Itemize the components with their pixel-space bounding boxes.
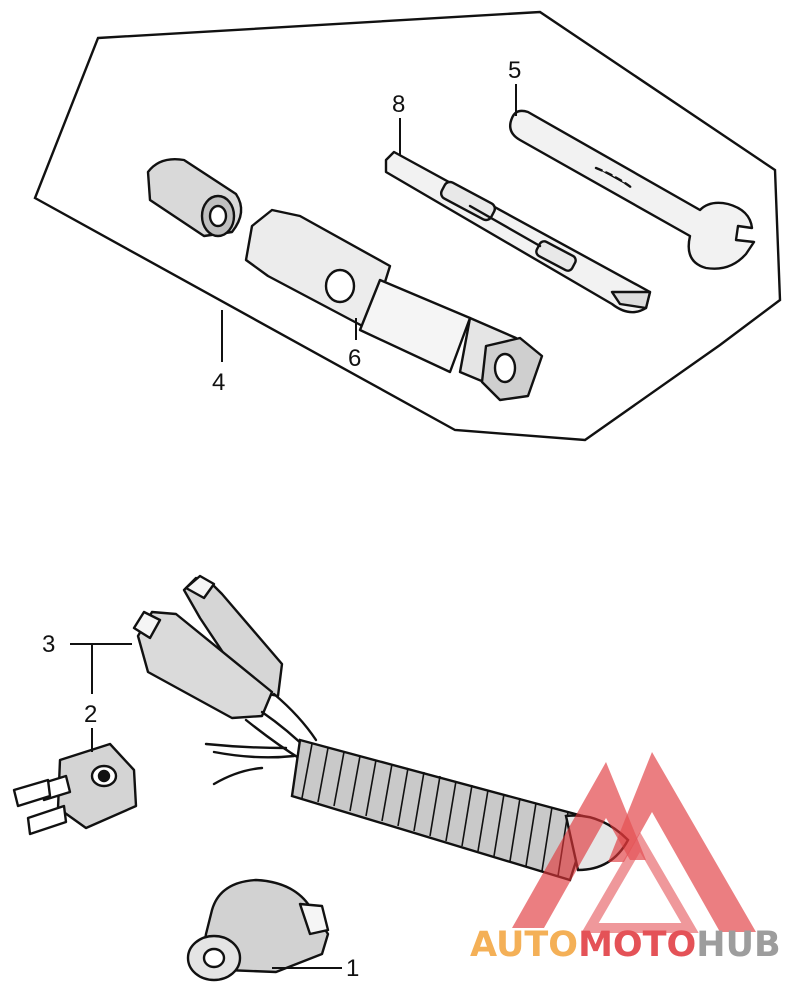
watermark-triangle-inner bbox=[581, 832, 699, 933]
watermark-triangle-right bbox=[608, 752, 756, 932]
wrench-part-5 bbox=[509, 109, 756, 270]
callout-4: 4 bbox=[212, 369, 225, 396]
callout-2: 2 bbox=[84, 701, 97, 728]
socket-handle-part-6 bbox=[146, 158, 243, 238]
connector-part-2 bbox=[12, 742, 138, 836]
callout-6: 6 bbox=[348, 345, 361, 372]
watermark-triangle-left bbox=[512, 762, 646, 928]
watermark-logo: AUTOMOTOHUB bbox=[470, 752, 781, 965]
plug-wrench-part-4 bbox=[244, 208, 544, 402]
watermark-part-moto: MOTO bbox=[578, 925, 696, 965]
watermark-part-auto: AUTO bbox=[470, 925, 578, 965]
callout-1: 1 bbox=[346, 955, 359, 982]
watermark-text: AUTOMOTOHUB bbox=[470, 925, 781, 965]
socket-boot-part-3 bbox=[132, 574, 284, 720]
watermark-part-hub: HUB bbox=[696, 925, 780, 965]
screwdriver-part-8 bbox=[384, 150, 652, 314]
callout-3: 3 bbox=[42, 631, 55, 658]
callout-8: 8 bbox=[392, 91, 405, 118]
switch-part-1 bbox=[186, 878, 330, 982]
callout-5: 5 bbox=[508, 57, 521, 84]
tool-kit-outline bbox=[33, 10, 782, 442]
